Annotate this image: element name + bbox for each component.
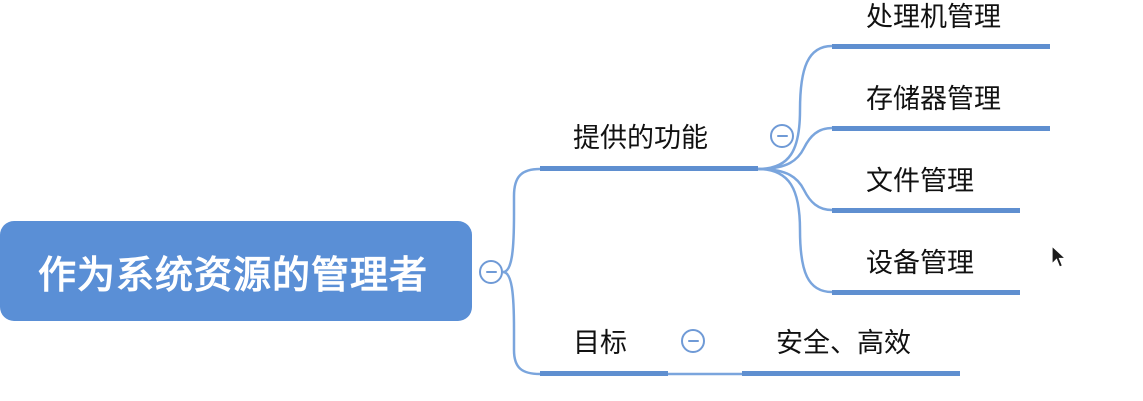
link-functions-to-cpu [757,44,833,171]
child-underline-cpu [832,44,1050,49]
minus-circle-icon [485,270,497,274]
link-functions-to-file [757,167,833,212]
child-node-file[interactable]: 文件管理 [866,166,974,197]
link-root-to-goal [502,270,541,376]
link-functions-to-device [757,167,833,294]
branch-functions-label[interactable]: 提供的功能 [573,123,708,154]
minus-circle-icon [687,339,699,343]
child-underline-file [832,208,1020,213]
child-underline-memory [832,126,1050,131]
root-collapse-button[interactable] [479,260,503,284]
branch-goal-label[interactable]: 目标 [573,328,627,359]
child-node-device[interactable]: 设备管理 [866,248,974,279]
child-node-cpu[interactable]: 处理机管理 [866,2,1001,33]
child-underline-safety [742,371,960,376]
mouse-pointer-icon [1051,244,1068,268]
link-root-to-functions [502,167,541,274]
minus-circle-icon [776,134,788,138]
child-node-safety[interactable]: 安全、高效 [776,328,911,359]
root-node[interactable]: 作为系统资源的管理者 [0,221,472,321]
child-node-memory[interactable]: 存储器管理 [866,84,1001,115]
branch-functions-underline [540,166,758,171]
child-underline-device [832,290,1020,295]
branch-goal-underline [540,371,668,376]
link-functions-to-memory [757,126,833,171]
goal-collapse-button[interactable] [681,329,705,353]
functions-collapse-button[interactable] [770,124,794,148]
root-label: 作为系统资源的管理者 [37,252,428,297]
